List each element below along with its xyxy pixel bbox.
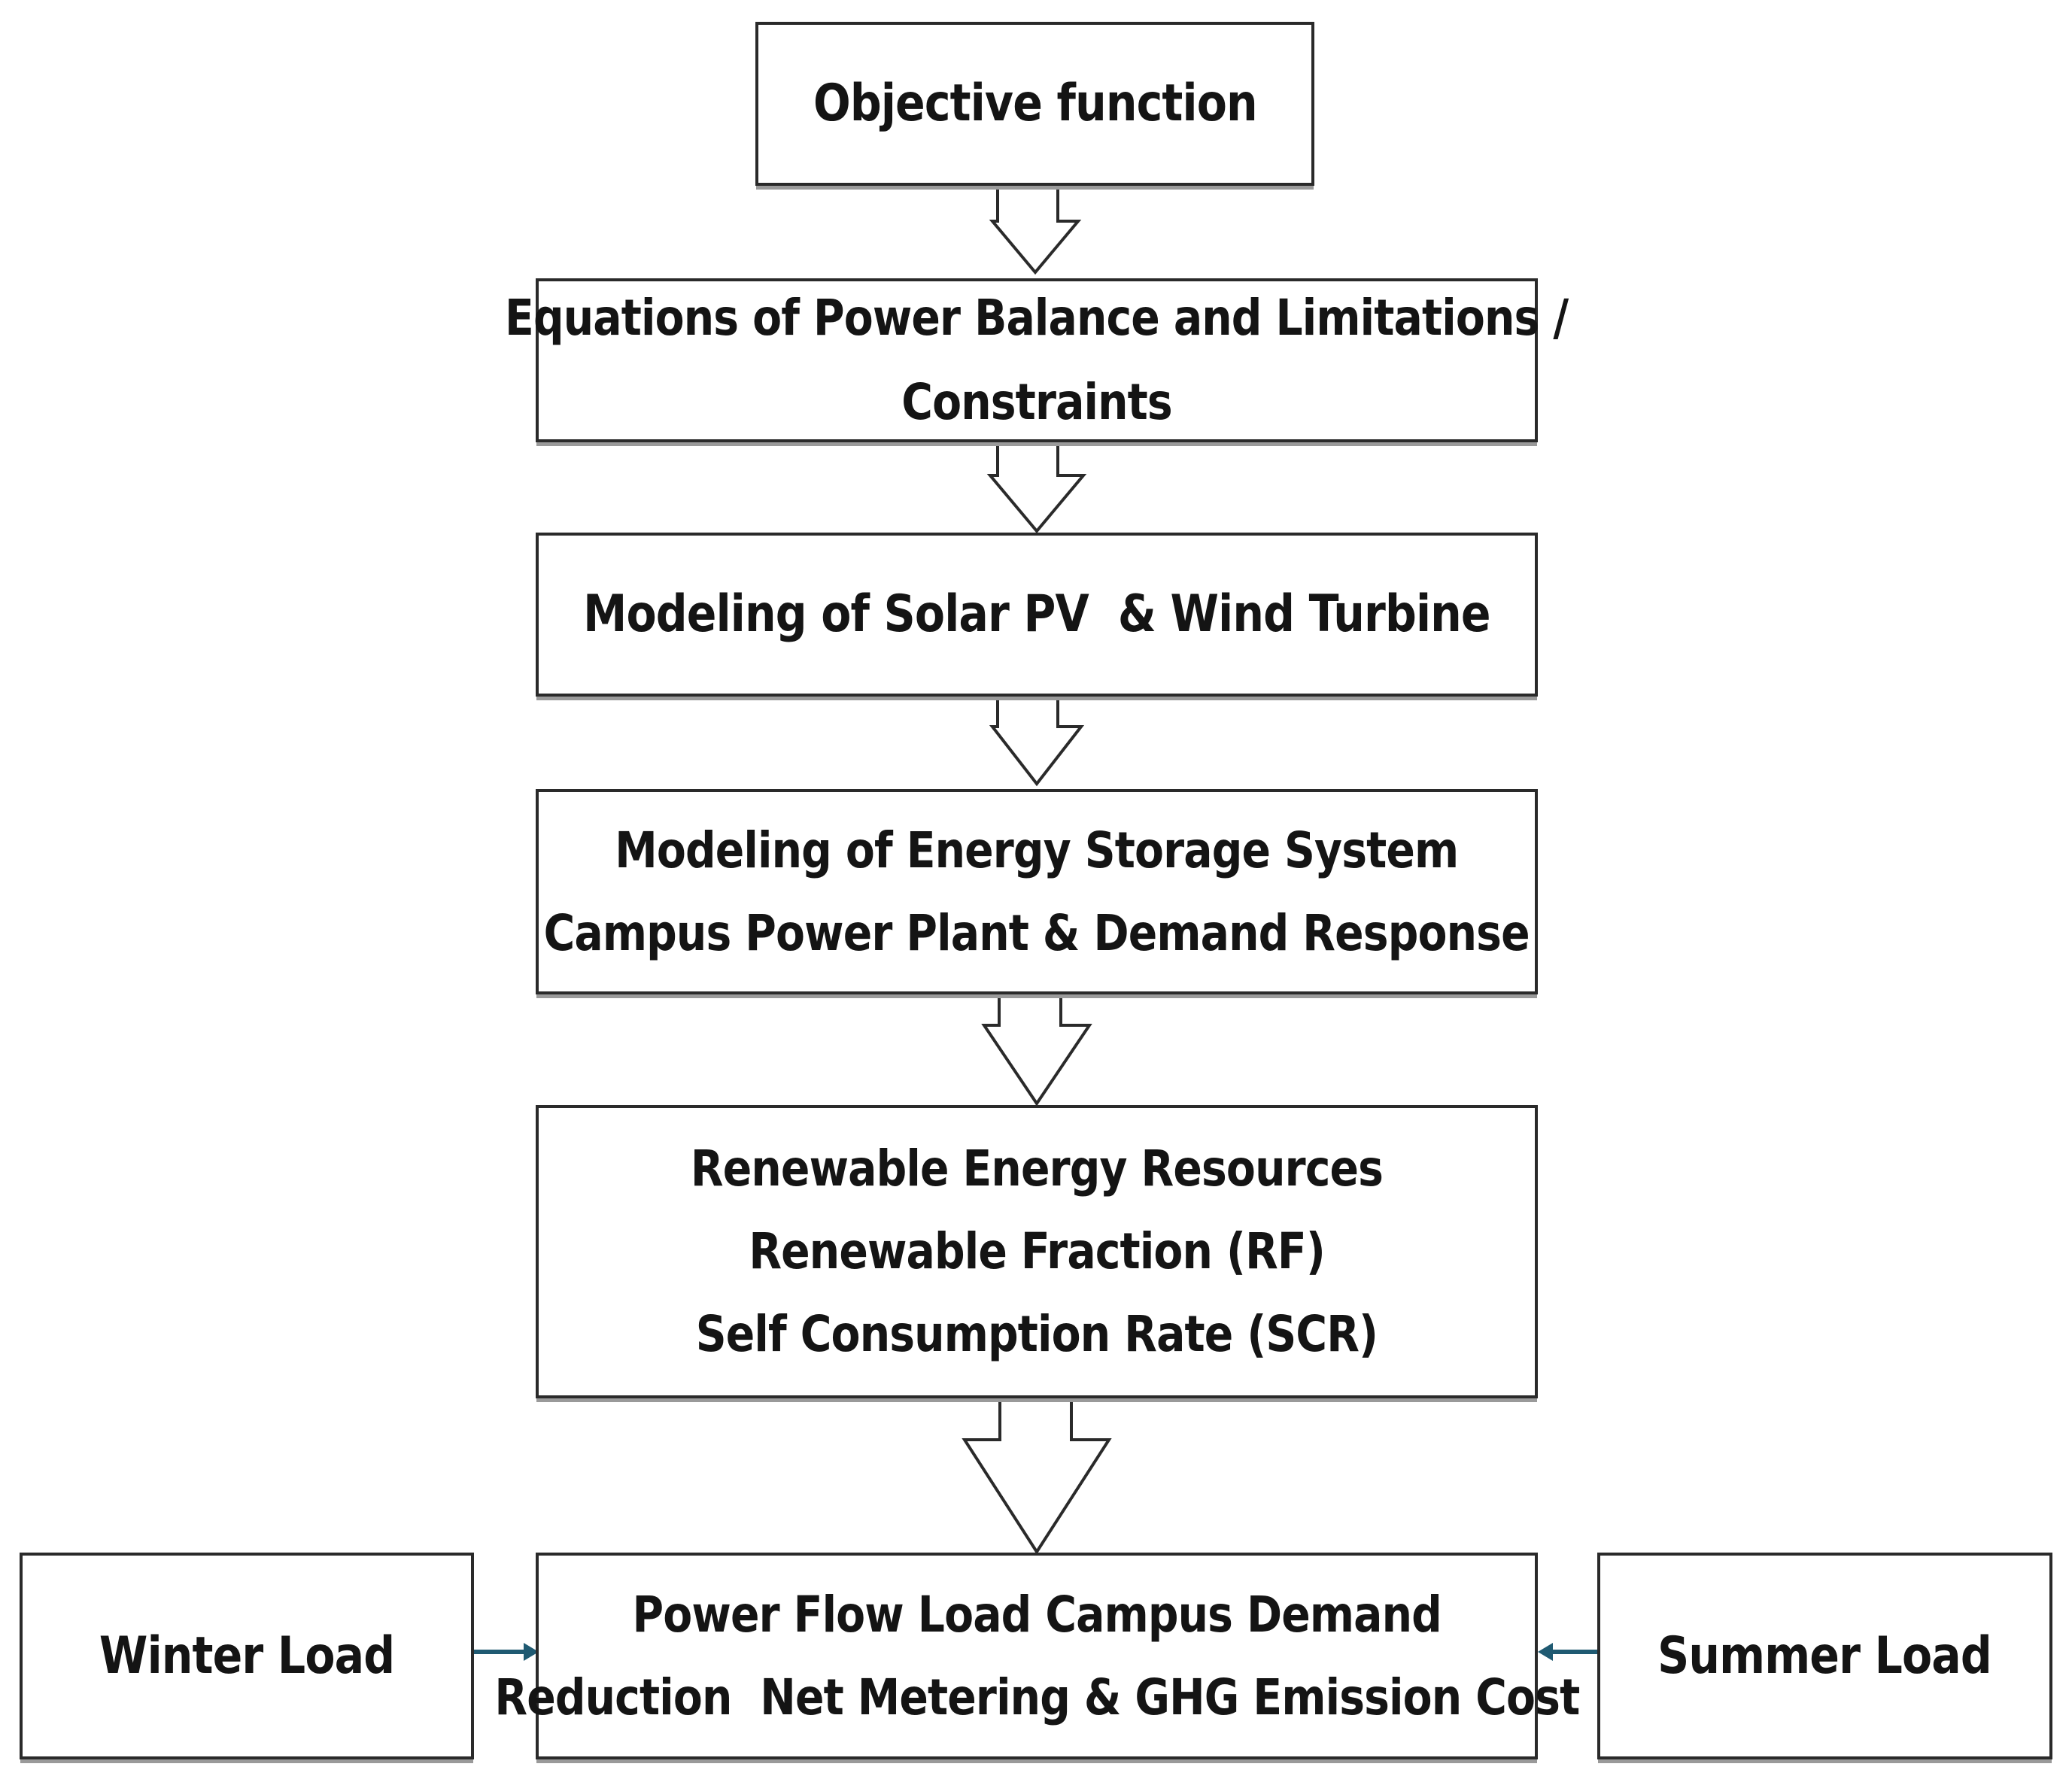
arrow-equations-to-solar-wind [986, 441, 1087, 534]
summer-load-label: Summer Load [1657, 1626, 1993, 1686]
solar-wind-modeling-box: Modeling of Solar PV & Wind Turbine [536, 533, 1538, 697]
arrow-renewable-to-power-flow [962, 1397, 1112, 1555]
power-balance-equations-box: Equations of Power Balance and Limitatio… [505, 278, 1569, 442]
power-flow-load-box: Power Flow Load Campus Demand Reduction … [494, 1553, 1580, 1759]
objective-function-box: Objective function [755, 22, 1314, 186]
arrow-solar-wind-to-storage [989, 695, 1085, 787]
winter-load-box: Winter Load [20, 1553, 474, 1759]
energy-storage-modeling-label-line2: Campus Power Plant & Demand Response [543, 903, 1530, 962]
arrow-objective-to-equations [989, 184, 1082, 275]
arrow-storage-to-renewable [981, 993, 1092, 1107]
renewable-energy-resources-box: Renewable Energy Resources Renewable Fra… [536, 1105, 1538, 1398]
power-flow-load-label-line1: Power Flow Load Campus Demand [632, 1585, 1442, 1644]
objective-function-label: Objective function [813, 74, 1258, 133]
renewable-energy-resources-label-line1: Renewable Energy Resources [690, 1140, 1384, 1198]
energy-storage-modeling-label-line1: Modeling of Energy Storage System [615, 821, 1459, 879]
power-flow-load-label-line2: Reduction Net Metering & GHG Emission Co… [494, 1668, 1580, 1726]
power-balance-equations-label-line1: Equations of Power Balance and Limitatio… [505, 289, 1569, 347]
arrowhead-summer [1538, 1643, 1553, 1661]
renewable-energy-resources-label-line3: Self Consumption Rate (SCR) [695, 1305, 1378, 1363]
energy-storage-modeling-box: Modeling of Energy Storage System Campus… [536, 789, 1538, 994]
power-balance-equations-label-line2: Constraints [901, 373, 1172, 431]
solar-wind-modeling-label: Modeling of Solar PV & Wind Turbine [583, 584, 1490, 644]
winter-load-label: Winter Load [99, 1626, 395, 1686]
renewable-energy-resources-label-line2: Renewable Fraction (RF) [749, 1222, 1325, 1280]
summer-load-box: Summer Load [1597, 1553, 2052, 1759]
arrowhead-winter [524, 1643, 539, 1661]
